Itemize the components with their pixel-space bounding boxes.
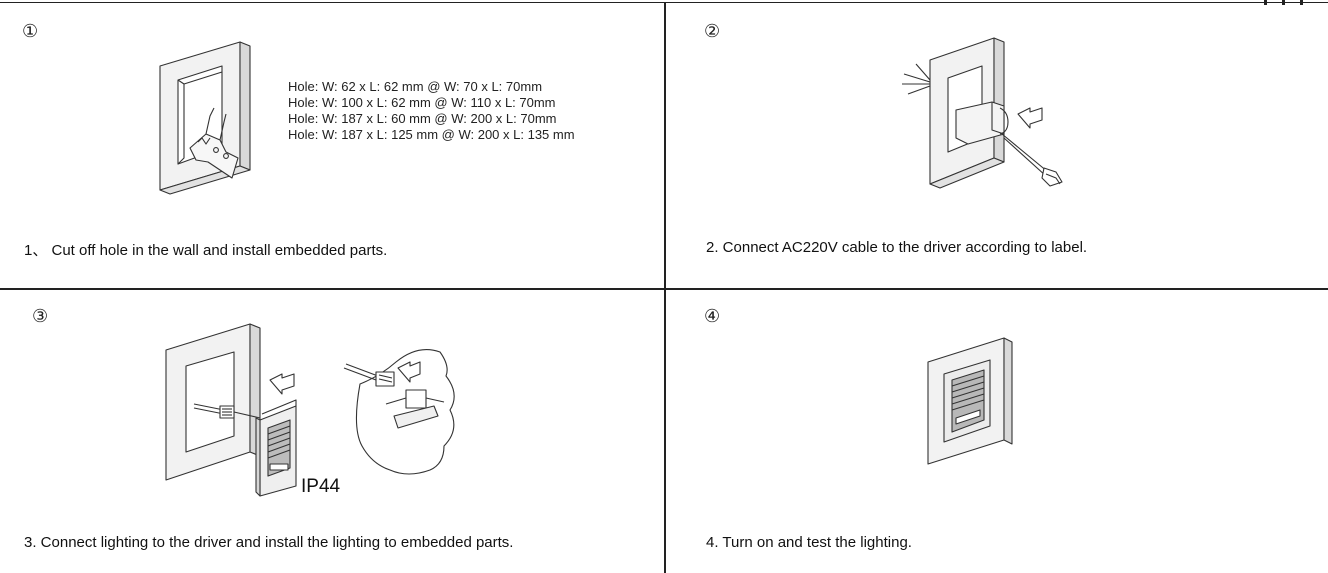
grid-divider-vertical xyxy=(664,2,666,573)
hole-size-list: Hole: W: 62 x L: 62 mm @ W: 70 x L: 70mm… xyxy=(288,79,575,143)
step-2-number: ② xyxy=(704,21,721,42)
top-edge-marks xyxy=(1258,0,1318,5)
grid-divider-horizontal xyxy=(0,288,1328,290)
step-3-caption: 3. Connect lighting to the driver and in… xyxy=(24,534,514,551)
step-1-wall-cutout-illustration xyxy=(150,38,280,198)
step-4-number: ④ xyxy=(704,306,721,327)
step-3-number: ③ xyxy=(32,306,49,327)
step-1-number: ① xyxy=(22,21,39,42)
hole-size-line: Hole: W: 100 x L: 62 mm @ W: 110 x L: 70… xyxy=(288,95,556,110)
step-4-caption: 4. Turn on and test the lighting. xyxy=(706,534,912,551)
step-2-driver-wiring-illustration xyxy=(896,34,1096,204)
hole-size-line: Hole: W: 62 x L: 62 mm @ W: 70 x L: 70mm xyxy=(288,79,543,94)
hole-size-line: Hole: W: 187 x L: 125 mm @ W: 200 x L: 1… xyxy=(288,127,575,142)
step-1-caption: 1、 Cut off hole in the wall and install … xyxy=(24,242,388,259)
step-3-lighting-install-illustration xyxy=(164,320,474,492)
hole-size-line: Hole: W: 187 x L: 60 mm @ W: 200 x L: 70… xyxy=(288,111,557,126)
step-2-caption: 2. Connect AC220V cable to the driver ac… xyxy=(706,239,1088,256)
ip-rating-label: IP44 xyxy=(301,476,341,497)
step-4-installed-light-illustration xyxy=(924,336,1016,466)
